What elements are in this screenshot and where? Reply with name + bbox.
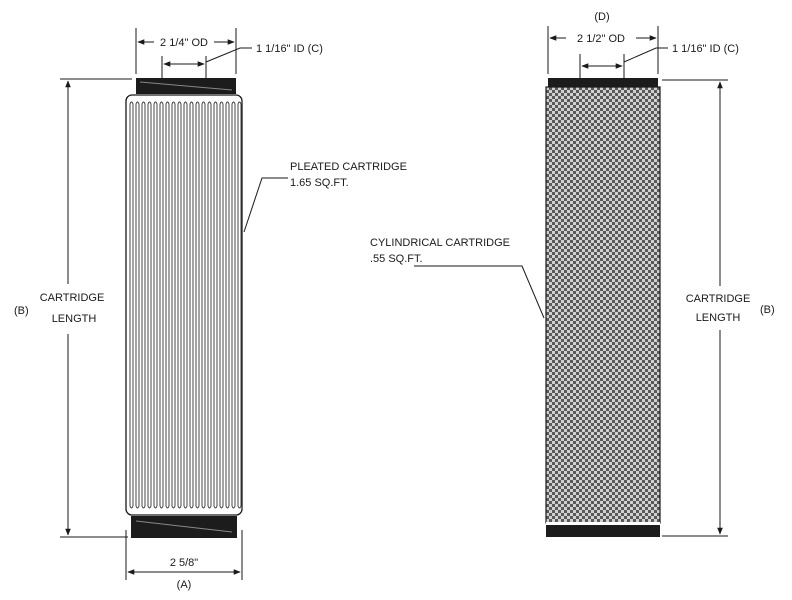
right-type-label-line1: CYLINDRICAL CARTRIDGE: [370, 237, 510, 249]
pleat: [207, 101, 212, 509]
pleat: [195, 101, 200, 509]
pleat: [153, 101, 158, 509]
pleat: [231, 101, 236, 509]
left-length-line2: LENGTH: [52, 313, 97, 325]
left-type-leader: [243, 177, 288, 233]
pleat: [159, 101, 164, 509]
left-base-letter: (A): [177, 579, 192, 591]
left-od-dimension: [135, 28, 237, 74]
left-base-width-label: 2 5/8": [170, 557, 198, 569]
right-type-leader: [414, 265, 545, 319]
pleat: [147, 101, 152, 509]
right-od-label: 2 1/2" OD: [577, 33, 625, 45]
right-od-dimension: [547, 26, 659, 74]
right-top-letter: (D): [594, 11, 609, 23]
right-mesh-body: [545, 86, 661, 524]
left-length-dimension: [60, 78, 132, 538]
right-id-dimension: [579, 47, 668, 80]
right-length-line2: LENGTH: [696, 312, 741, 324]
right-length-dimension: [662, 79, 728, 537]
pleat: [219, 101, 224, 509]
pleat: [225, 101, 230, 509]
pleat: [165, 101, 170, 509]
left-type-label-line2: 1.65 SQ.FT.: [290, 177, 349, 189]
right-bottom-cap: [546, 525, 660, 537]
right-length-letter: (B): [760, 304, 775, 316]
cylindrical-cartridge: (D) 2 1/2" OD 1 1/16" ID (C) CYLINDRICAL…: [370, 11, 775, 537]
left-length-line1: CARTRIDGE: [40, 292, 105, 304]
pleat: [141, 101, 146, 509]
pleat: [171, 101, 176, 509]
left-length-letter: (B): [14, 305, 29, 317]
right-top-cap: [548, 78, 658, 87]
left-type-label-line1: PLEATED CARTRIDGE: [290, 161, 407, 173]
pleat: [201, 101, 206, 509]
pleat: [177, 101, 182, 509]
right-length-line1: CARTRIDGE: [686, 293, 751, 305]
left-base-dimension: [125, 530, 243, 580]
pleat: [183, 101, 188, 509]
left-pleated-body: [125, 94, 243, 516]
left-id-label: 1 1/16" ID (C): [256, 43, 323, 55]
pleat: [129, 101, 134, 509]
pleat: [213, 101, 218, 509]
pleat: [237, 101, 242, 509]
pleat: [189, 101, 194, 509]
pleat: [135, 101, 140, 509]
left-top-cap: [136, 78, 236, 94]
pleated-cartridge: 2 1/4" OD 1 1/16" ID (C) PLEATED CARTRID…: [14, 28, 407, 591]
right-type-label-line2: .55 SQ.FT.: [370, 253, 423, 265]
left-id-dimension: [161, 47, 252, 82]
left-bottom-cap: [131, 516, 237, 538]
right-id-label: 1 1/16" ID (C): [672, 43, 739, 55]
left-od-label: 2 1/4" OD: [160, 37, 208, 49]
